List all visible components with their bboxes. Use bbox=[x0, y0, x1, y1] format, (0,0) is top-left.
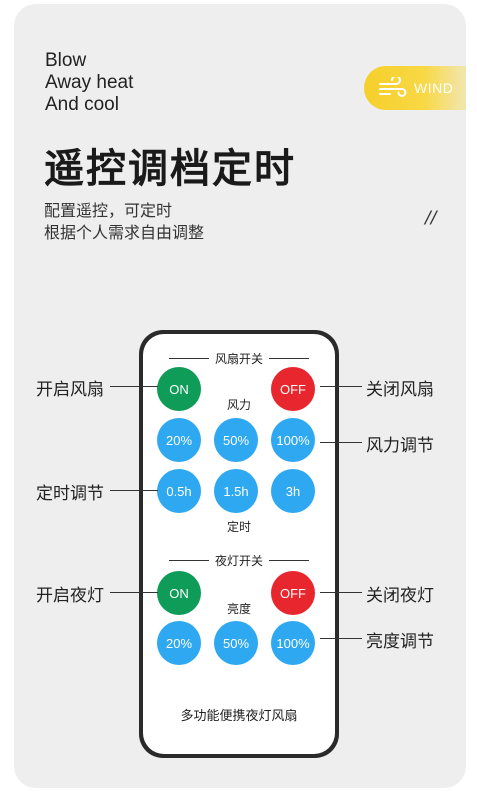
slogan-line-2: Away heat bbox=[45, 72, 134, 93]
callout-line-light-off bbox=[320, 592, 362, 593]
timer-3h-button[interactable]: 3h bbox=[271, 469, 315, 513]
callout-line-fan-off bbox=[320, 386, 362, 387]
fan-on-button[interactable]: ON bbox=[157, 367, 201, 411]
wind-50-button[interactable]: 50% bbox=[214, 418, 258, 462]
description-line-2: 根据个人需求自由调整 bbox=[44, 223, 205, 242]
callout-timer: 定时调节 bbox=[36, 484, 104, 504]
timer-05h-button[interactable]: 0.5h bbox=[157, 469, 201, 513]
brightness-20-button[interactable]: 20% bbox=[157, 621, 201, 665]
callout-line-brightness bbox=[320, 638, 362, 639]
light-off-button[interactable]: OFF bbox=[271, 571, 315, 615]
brightness-50-button[interactable]: 50% bbox=[214, 621, 258, 665]
callout-brightness: 亮度调节 bbox=[366, 632, 434, 652]
remote-face: 风扇开关 ON OFF 风力 20% 50% 100% 0.5h 1.5h 3h… bbox=[143, 334, 335, 754]
product-card: Blow Away heat And cool WIND 遥控调档定时 配置遥控… bbox=[14, 4, 466, 788]
headline: 遥控调档定时 bbox=[44, 146, 296, 192]
timer-15h-button[interactable]: 1.5h bbox=[214, 469, 258, 513]
callout-fan-on: 开启风扇 bbox=[36, 380, 104, 400]
callout-line-light-on bbox=[110, 592, 158, 593]
decorative-slashes: // bbox=[425, 208, 437, 228]
callout-line-fan-on bbox=[110, 386, 158, 387]
light-on-button[interactable]: ON bbox=[157, 571, 201, 615]
fan-section-title: 风扇开关 bbox=[143, 350, 335, 367]
wind-badge: WIND bbox=[364, 66, 466, 110]
slogan-line-3: And cool bbox=[45, 94, 119, 115]
brightness-100-button[interactable]: 100% bbox=[271, 621, 315, 665]
callout-line-wind bbox=[320, 442, 362, 443]
callout-fan-off: 关闭风扇 bbox=[366, 380, 434, 400]
slogan: Blow Away heat And cool bbox=[45, 50, 133, 116]
slogan-line-1: Blow bbox=[45, 50, 87, 71]
description: 配置遥控，可定时 根据个人需求自由调整 bbox=[44, 200, 204, 244]
remote-control: 风扇开关 ON OFF 风力 20% 50% 100% 0.5h 1.5h 3h… bbox=[139, 330, 339, 758]
brightness-label-remote: 亮度 bbox=[226, 602, 251, 616]
light-section-title: 夜灯开关 bbox=[143, 552, 335, 569]
description-line-1: 配置遥控，可定时 bbox=[44, 201, 173, 220]
wind-label: WIND bbox=[414, 80, 454, 96]
timer-label-remote: 定时 bbox=[226, 520, 251, 534]
wind-100-button[interactable]: 100% bbox=[271, 418, 315, 462]
callout-light-off: 关闭夜灯 bbox=[366, 586, 434, 606]
fan-off-button[interactable]: OFF bbox=[271, 367, 315, 411]
wind-20-button[interactable]: 20% bbox=[157, 418, 201, 462]
wind-icon bbox=[379, 77, 407, 97]
callout-wind: 风力调节 bbox=[366, 436, 434, 456]
wind-label-remote: 风力 bbox=[226, 398, 251, 412]
callout-light-on: 开启夜灯 bbox=[36, 586, 104, 606]
callout-line-timer bbox=[110, 490, 158, 491]
remote-footer: 多功能便携夜灯风扇 bbox=[180, 709, 298, 724]
